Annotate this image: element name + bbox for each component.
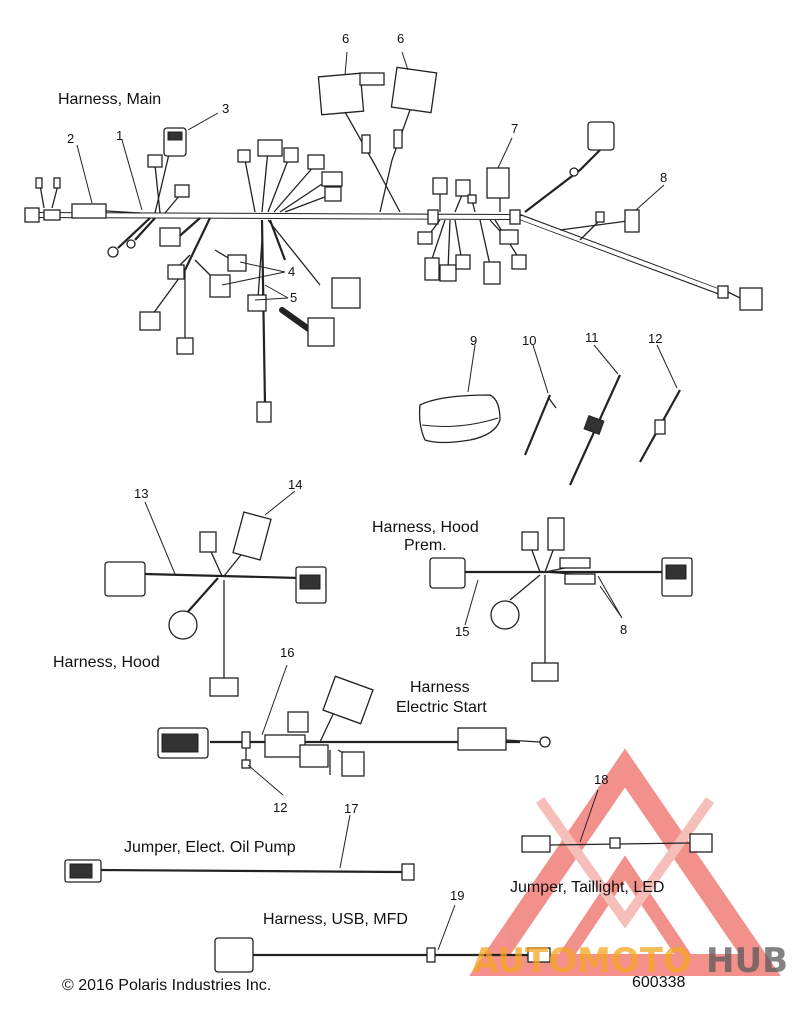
callout-3: 3	[222, 101, 229, 116]
watermark-logo	[469, 748, 781, 976]
callout-17: 17	[344, 801, 358, 816]
callout-12a: 12	[648, 331, 662, 346]
callout-10: 10	[522, 333, 536, 348]
label-harness-electric-start-line2: Electric Start	[396, 699, 487, 716]
callout-5: 5	[290, 290, 297, 305]
label-jumper-oil-pump: Jumper, Elect. Oil Pump	[124, 839, 296, 856]
callout-8a: 8	[660, 170, 667, 185]
watermark-brand-part2: HUB	[706, 941, 788, 981]
label-harness-usb: Harness, USB, MFD	[263, 911, 408, 928]
harness-electric-start-assembly	[157, 664, 551, 796]
callout-12b: 12	[273, 800, 287, 815]
label-harness-main: Harness, Main	[58, 91, 161, 108]
callout-1: 1	[116, 128, 123, 143]
callout-8b: 8	[620, 622, 627, 637]
jumper-oil-pump-assembly	[64, 814, 415, 883]
label-harness-hood: Harness, Hood	[53, 654, 160, 671]
label-harness-hood-prem-line2: Prem.	[404, 537, 447, 554]
callout-11: 11	[585, 330, 599, 345]
callout-6a: 6	[342, 31, 349, 46]
copyright-notice: © 2016 Polaris Industries Inc.	[62, 977, 271, 994]
harness-main-assembly	[24, 66, 763, 423]
callout-19: 19	[450, 888, 464, 903]
callout-7: 7	[511, 121, 518, 136]
harness-hood-assembly	[104, 490, 327, 697]
callout-6b: 6	[397, 31, 404, 46]
callout-16: 16	[280, 645, 294, 660]
label-harness-electric-start-line1: Harness	[410, 679, 470, 696]
figure-number: 600338	[632, 974, 685, 991]
callout-leaders-main	[76, 51, 665, 301]
watermark-brand-part1: AUTOMOTO	[472, 941, 692, 981]
label-harness-hood-prem-line1: Harness, Hood	[372, 519, 479, 536]
callout-9: 9	[470, 333, 477, 348]
callout-14: 14	[288, 477, 302, 492]
callout-4: 4	[288, 264, 295, 279]
watermark-text: AUTOMOTO HUB	[472, 941, 788, 981]
label-jumper-taillight: Jumper, Taillight, LED	[510, 879, 664, 896]
callout-15: 15	[455, 624, 469, 639]
callout-13: 13	[134, 486, 148, 501]
jumper-taillight-assembly	[521, 789, 713, 853]
harness-hood-prem-assembly	[429, 517, 693, 682]
callout-18: 18	[594, 772, 608, 787]
loose-parts-9-12	[418, 344, 681, 486]
harness-usb-assembly	[214, 904, 551, 973]
callout-2: 2	[67, 131, 74, 146]
